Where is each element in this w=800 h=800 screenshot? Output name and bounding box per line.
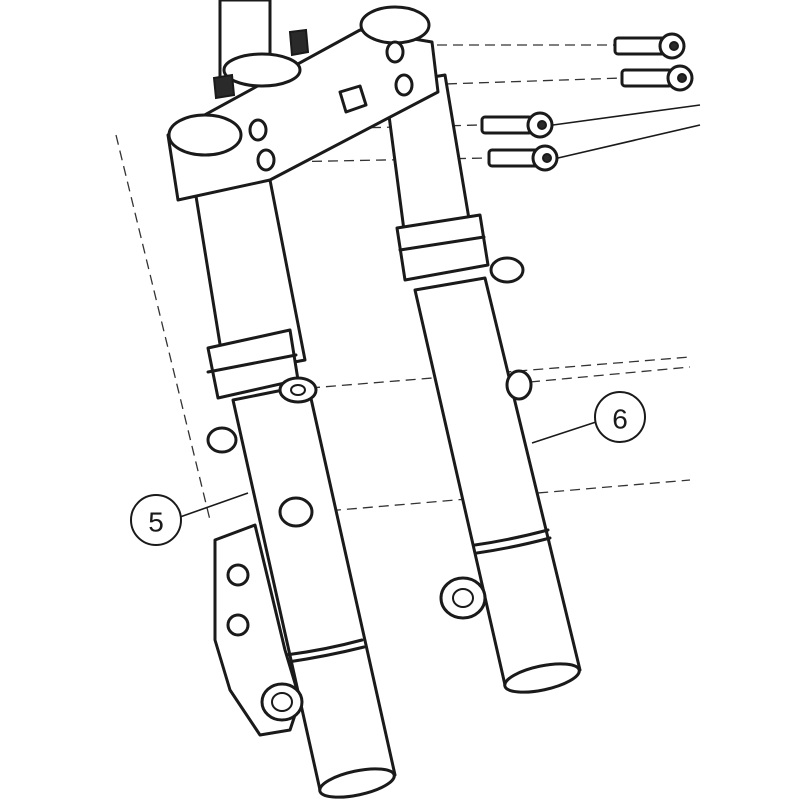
callout-left-fork: 5 <box>130 492 249 546</box>
callout-label-5: 5 <box>148 507 164 538</box>
bolt-3 <box>480 111 554 139</box>
bolt-1 <box>613 32 686 60</box>
triple-clamp <box>166 0 440 202</box>
bolt-4 <box>487 144 559 172</box>
clamp-bolts <box>480 32 701 172</box>
callout-label-6: 6 <box>612 404 628 435</box>
assembly-guide-lines <box>115 44 691 521</box>
left-fork-leg <box>193 178 397 799</box>
bolt-2 <box>620 64 694 92</box>
callout-right-fork: 6 <box>531 391 646 444</box>
